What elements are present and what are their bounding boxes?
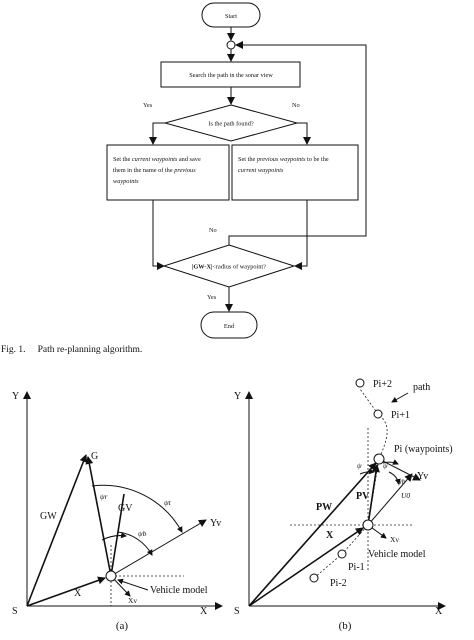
figure-caption: Fig. 1.Path re-planning algorithm. [1,345,142,355]
a-vehicle-label: Vehicle model [150,585,208,596]
set-previous-waypoints-box [231,144,359,201]
b-p-i: Pi (waypoints) [394,444,453,455]
a-xv-label: Xv [128,596,137,605]
b-p-im1: Pi-1 [348,562,365,573]
a-psi-t: ψt [164,498,172,507]
a-vehicle-model [105,570,117,582]
end-terminal [200,311,258,339]
b-yv-label: Yv [417,471,428,482]
start-label: Start [225,13,237,20]
b-x-label: X [326,530,334,541]
b-origin-s: S [234,606,240,617]
a-sub-caption: (a) [116,620,129,632]
path-found-label: Is the path found? [208,121,253,128]
a-psi-b: ψb [138,529,147,538]
b-axis-y: Y [234,391,241,402]
no-label: No [292,102,300,109]
a-g-label: G [91,451,98,462]
search-label: Search the path in the sonar view [189,72,273,79]
a-psi-r: ψr [100,492,108,501]
right-box-line1: Set the previous waypoints to be the [238,156,329,163]
b-axis-x: X [435,606,443,617]
search-process-box [160,61,301,88]
yes-label-2: Yes [207,294,217,301]
b-vehicle-label: Vehicle model [368,549,426,560]
right-box-line2: current waypoints [238,167,284,174]
b-pv-label: PV [356,491,370,502]
b-psi-l: ψ [357,461,362,470]
a-x-label: X [74,588,82,599]
b-psi-m: ψ [383,461,388,470]
b-sub-caption: (b) [339,620,352,632]
b-waypoint-pi1 [373,409,383,419]
b-waypoint-pim1 [337,549,347,559]
b-p-i1: Pi+1 [391,410,410,421]
a-axis-y: Y [12,391,19,402]
a-gv-label: GV [118,503,133,514]
left-box-line1: Set the current waypoints and save [113,156,201,163]
b-waypoint-pi2 [355,378,365,388]
a-origin-s: S [12,606,18,617]
yes-label: Yes [143,102,153,109]
left-box-line2: them in the name of the previous [113,167,196,174]
radius-decision-label: |GW-X|<radius of waypoint? [192,264,266,271]
b-vehicle-model [362,519,374,531]
flowchart: Start Search the path in the sonar view … [106,2,367,339]
b-p-im2: Pi-2 [330,578,347,589]
no-label-2: No [209,227,217,234]
b-path-label: path [413,382,430,393]
b-p-i2: Pi+2 [373,379,392,390]
set-current-waypoints-box [106,144,230,201]
b-dotted-path [313,388,388,579]
junction-connector [226,40,236,50]
end-label: End [224,323,235,330]
a-axis-x: X [200,606,208,617]
path-found-decision [163,104,299,142]
b-psi-b: ψb [397,477,406,486]
diagram-b: Y X S Pi+2 path Pi+1 Pi (waypoints) [234,378,453,632]
b-pw-label: PW [316,502,332,513]
b-waypoint-pim2 [309,573,319,583]
left-box-line3: waypoints [113,178,139,185]
b-u0: U0 [401,491,410,500]
b-xv-label: Xv [390,535,399,544]
a-gw-label: GW [40,511,57,522]
b-waypoint-pi [373,453,385,465]
diagram-a: Y X S Vehicle model G GW GV X Yv Xv ψr ψ… [12,391,223,632]
a-yv-label: Yv [210,518,221,529]
